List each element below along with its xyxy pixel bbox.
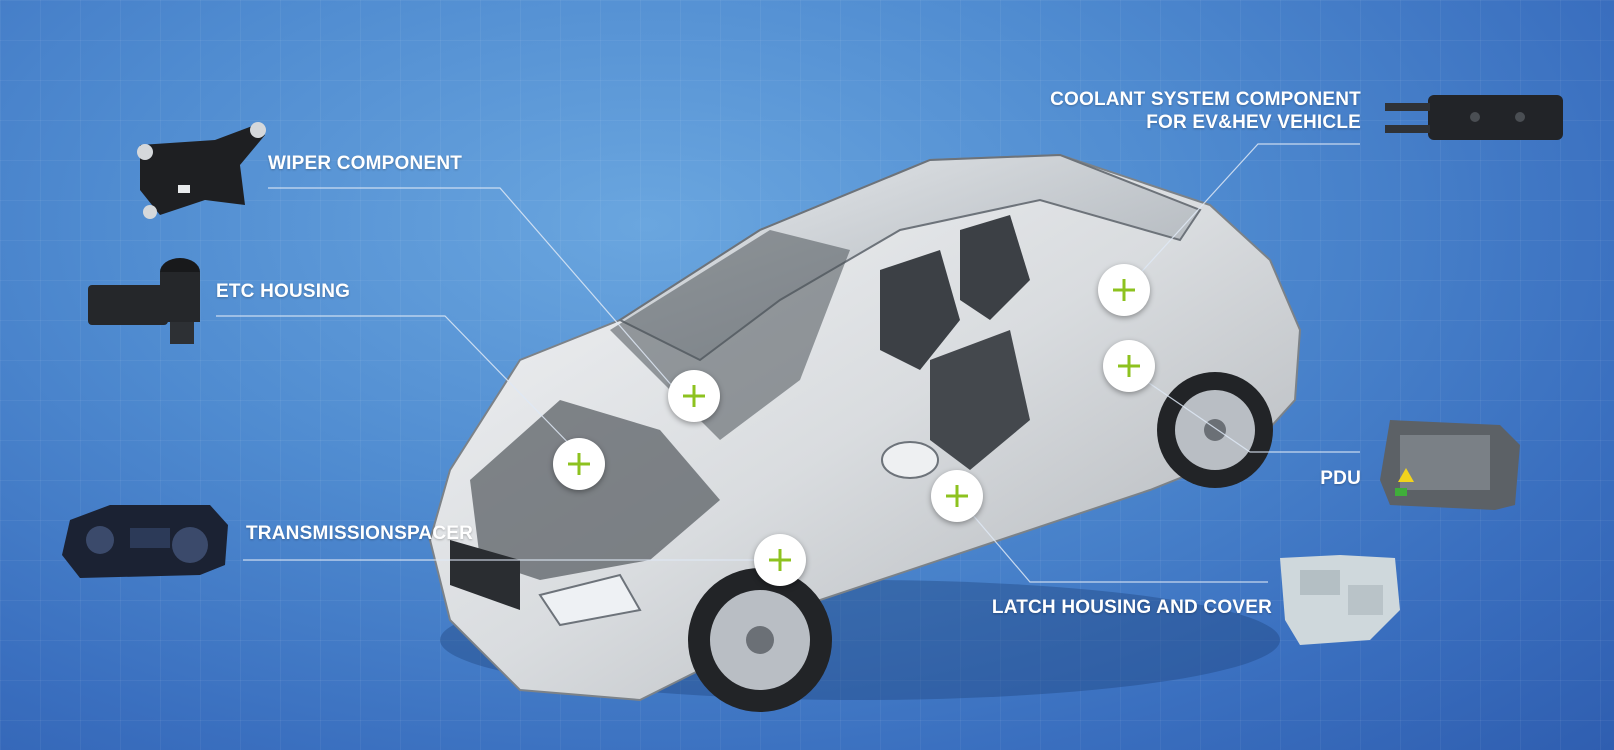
leader-line-latch xyxy=(959,499,1268,583)
label-coolant-line-1: COOLANT SYSTEM COMPONENT xyxy=(1050,89,1361,110)
leader-line-etc xyxy=(216,315,581,456)
leader-line-coolant xyxy=(1124,143,1360,291)
hotspot-pdu-plus-icon[interactable] xyxy=(1103,340,1155,392)
label-latch-housing[interactable]: LATCH HOUSING AND COVER xyxy=(991,597,1272,618)
hotspot-latch-plus-icon[interactable] xyxy=(931,470,983,522)
leader-line-wiper xyxy=(268,187,681,396)
label-wiper-component[interactable]: WIPER COMPONENT xyxy=(268,153,463,174)
hotspot-etc-plus-icon[interactable] xyxy=(553,438,605,490)
hotspot-coolant-plus-icon[interactable] xyxy=(1098,264,1150,316)
transmission-spacer-image xyxy=(62,505,228,578)
etc-housing-image xyxy=(88,258,200,344)
leader-line-pdu xyxy=(1129,369,1360,453)
car-illustration xyxy=(428,153,1302,712)
label-coolant-line-2: FOR EV&HEV VEHICLE xyxy=(1146,112,1361,133)
label-etc-housing[interactable]: ETC HOUSING xyxy=(216,281,351,302)
latch-housing-image xyxy=(1280,555,1400,645)
hotspot-transmission-plus-icon[interactable] xyxy=(754,534,806,586)
label-coolant-system[interactable]: COOLANT SYSTEM COMPONENT FOR EV&HEV VEHI… xyxy=(1050,88,1361,134)
coolant-component-image xyxy=(1385,95,1563,140)
label-transmission-spacer[interactable]: TRANSMISSIONSPACER xyxy=(246,523,474,544)
pdu-image xyxy=(1380,420,1520,510)
label-pdu[interactable]: PDU xyxy=(1320,468,1361,489)
hotspot-wiper-plus-icon[interactable] xyxy=(668,370,720,422)
wiper-component-image xyxy=(137,122,266,219)
